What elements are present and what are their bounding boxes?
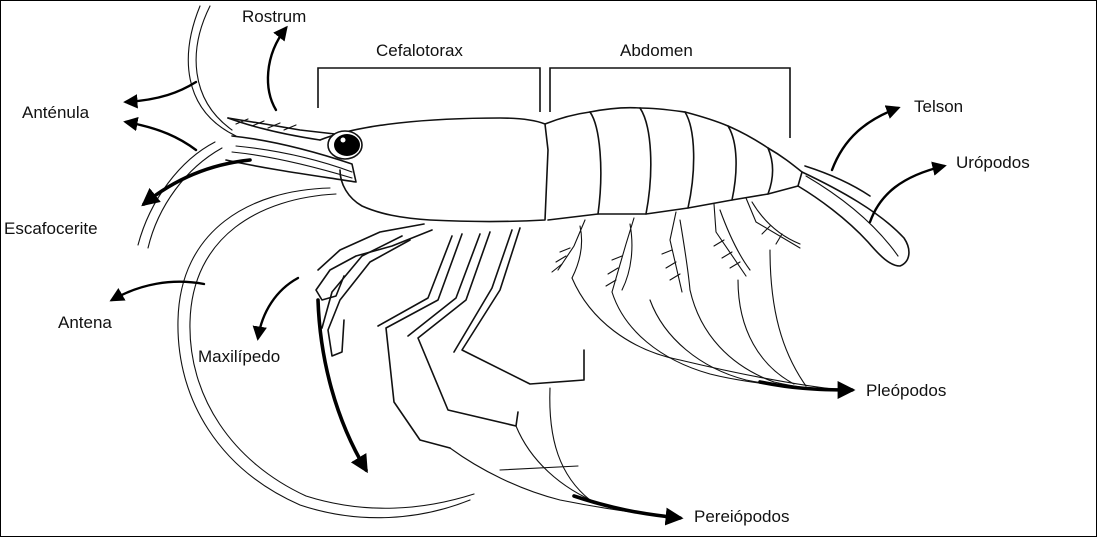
pereiopodos-label: Pereiópodos	[694, 507, 789, 526]
uropodos-label: Urópodos	[956, 153, 1030, 172]
pereiopodos-arrows	[450, 388, 680, 518]
antenula-arrow	[126, 82, 196, 102]
pleopodos-label: Pleópodos	[866, 381, 946, 400]
telson-label: Telson	[914, 97, 963, 116]
rostrum-label: Rostrum	[242, 7, 306, 26]
eye	[334, 134, 360, 156]
maxilipedo-arrow-2	[318, 300, 366, 470]
telson-arrow	[832, 108, 898, 170]
rostrum-arrow	[268, 28, 286, 110]
cefalotorax-bracket	[318, 68, 540, 112]
antena-label: Antena	[58, 313, 112, 332]
abdomen-bracket	[550, 68, 790, 138]
maxilipedo-arrow	[258, 278, 298, 338]
antenula-arrow-2	[126, 122, 196, 150]
antena-arrow	[112, 282, 204, 300]
escafocerite-arrow	[144, 160, 250, 204]
maxilipedo-label: Maxilípedo	[198, 347, 280, 366]
cefalotorax-label: Cefalotorax	[376, 41, 463, 60]
antenula-label: Anténula	[22, 103, 90, 122]
uropodos-arrow	[870, 166, 944, 222]
abdomen-label: Abdomen	[620, 41, 693, 60]
escafocerite-label: Escafocerite	[4, 219, 98, 238]
